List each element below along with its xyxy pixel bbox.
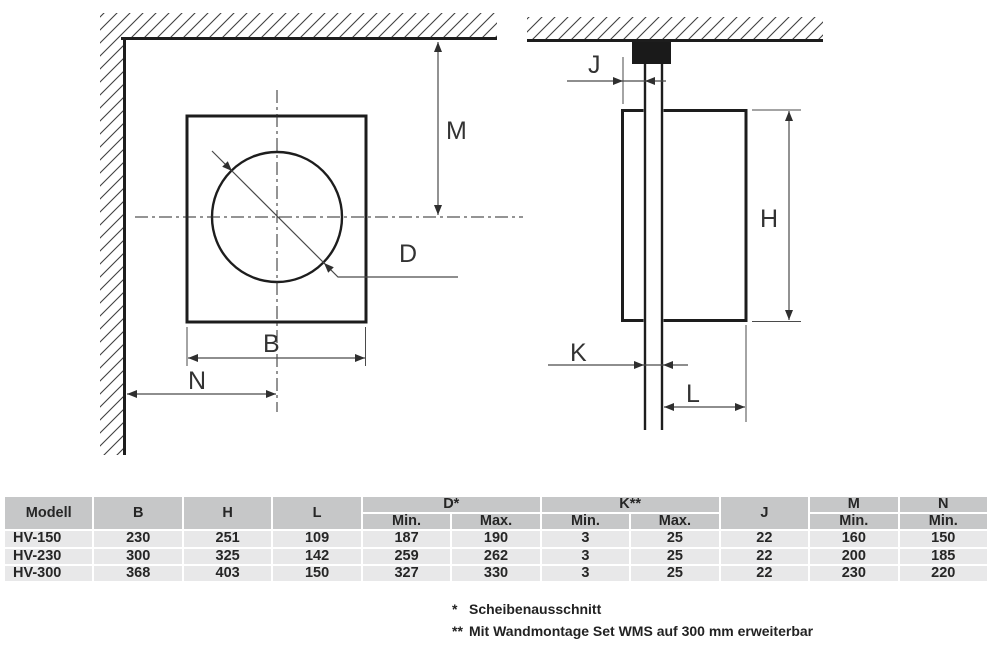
cell-j: 22 — [720, 565, 809, 582]
dimension-n: N — [127, 367, 276, 398]
header-d-min: Min. — [362, 513, 451, 530]
footnote-wandmontage: ** Mit Wandmontage Set WMS auf 300 mm er… — [452, 623, 813, 639]
dimension-label-n: N — [188, 367, 206, 395]
cell-b: 368 — [94, 565, 182, 582]
cell-d-min: 327 — [362, 565, 451, 582]
glass-pane-lines — [643, 64, 664, 430]
cell-d-max: 190 — [452, 531, 540, 547]
footnote-scheibenausschnitt: * Scheibenausschnitt — [452, 601, 813, 617]
mounting-bracket — [632, 42, 671, 64]
dimension-l: L — [664, 325, 747, 422]
header-modell: Modell — [5, 497, 93, 530]
header-n: N — [899, 496, 987, 513]
cell-b: 300 — [94, 548, 182, 564]
header-m-min: Min. — [810, 513, 898, 530]
cell-h: 325 — [183, 548, 272, 564]
front-view-drawing: M D B N — [100, 13, 523, 455]
cell-h: 251 — [183, 531, 272, 547]
cell-d-min: 187 — [362, 531, 451, 547]
table-row: HV-300 368 403 150 327 330 3 25 22 230 2… — [5, 565, 987, 582]
cell-k-min: 3 — [541, 548, 630, 564]
dimensions-table: Modell B H L D* K** J M N Min. Max. Min.… — [3, 495, 989, 583]
wall-edge-lines — [121, 37, 497, 455]
ceiling-hatching — [527, 17, 823, 39]
table-row: HV-230 300 325 142 259 262 3 25 22 200 1… — [5, 548, 987, 564]
cell-k-max: 25 — [631, 565, 719, 582]
cell-b: 230 — [94, 531, 182, 547]
header-k-max: Max. — [631, 513, 719, 530]
dimension-k: K — [548, 339, 688, 369]
dimension-label-h: H — [760, 205, 778, 233]
header-b: B — [94, 497, 182, 530]
dimension-label-j: J — [588, 51, 601, 79]
cell-m-min: 230 — [810, 565, 898, 582]
cell-l: 150 — [273, 565, 361, 582]
header-d-max: Max. — [452, 513, 540, 530]
table-header-row-2: Min. Max. Min. Max. Min. Min. — [5, 513, 987, 530]
header-m: M — [810, 496, 898, 513]
footnotes: * Scheibenausschnitt ** Mit Wandmontage … — [452, 601, 813, 645]
header-d: D* — [362, 496, 540, 513]
cell-n-min: 150 — [899, 531, 987, 547]
cell-l: 109 — [273, 531, 361, 547]
cell-j: 22 — [720, 531, 809, 547]
cell-m-min: 200 — [810, 548, 898, 564]
footnote-text: Mit Wandmontage Set WMS auf 300 mm erwei… — [469, 623, 814, 639]
cell-l: 142 — [273, 548, 361, 564]
header-l: L — [273, 497, 361, 530]
dimension-label-k: K — [570, 339, 587, 367]
header-h: H — [183, 497, 272, 530]
dimension-label-b: B — [263, 330, 280, 358]
table-header-row-1: Modell B H L D* K** J M N — [5, 496, 987, 530]
dimension-b: B — [186, 327, 366, 366]
cell-n-min: 220 — [899, 565, 987, 582]
footnote-marker: ** — [452, 623, 463, 639]
cell-h: 403 — [183, 565, 272, 582]
dimension-j: J — [567, 51, 666, 104]
header-k-min: Min. — [541, 513, 630, 530]
footnote-marker: * — [452, 601, 458, 617]
dimension-label-d: D — [399, 240, 417, 268]
cell-modell: HV-230 — [5, 548, 93, 564]
cell-d-max: 262 — [452, 548, 540, 564]
dimension-m: M — [434, 42, 467, 215]
cell-k-min: 3 — [541, 531, 630, 547]
cell-k-max: 25 — [631, 531, 719, 547]
footnote-text: Scheibenausschnitt — [469, 601, 602, 617]
side-view-drawing: J H K L — [527, 17, 823, 430]
dimension-h: H — [752, 109, 801, 322]
unit-body-outline — [621, 109, 748, 322]
cell-modell: HV-300 — [5, 565, 93, 582]
cell-modell: HV-150 — [5, 531, 93, 547]
dimension-d: D — [211, 150, 458, 278]
cell-m-min: 160 — [810, 531, 898, 547]
cell-d-max: 330 — [452, 565, 540, 582]
cell-j: 22 — [720, 548, 809, 564]
dimension-label-m: M — [446, 117, 467, 145]
cell-d-min: 259 — [362, 548, 451, 564]
header-n-min: Min. — [899, 513, 987, 530]
dimension-label-l: L — [686, 380, 700, 408]
technical-drawing: M D B N — [100, 13, 823, 455]
cell-n-min: 185 — [899, 548, 987, 564]
header-j: J — [720, 497, 809, 530]
cell-k-max: 25 — [631, 548, 719, 564]
table-row: HV-150 230 251 109 187 190 3 25 22 160 1… — [5, 531, 987, 547]
cell-k-min: 3 — [541, 565, 630, 582]
header-k: K** — [541, 496, 719, 513]
